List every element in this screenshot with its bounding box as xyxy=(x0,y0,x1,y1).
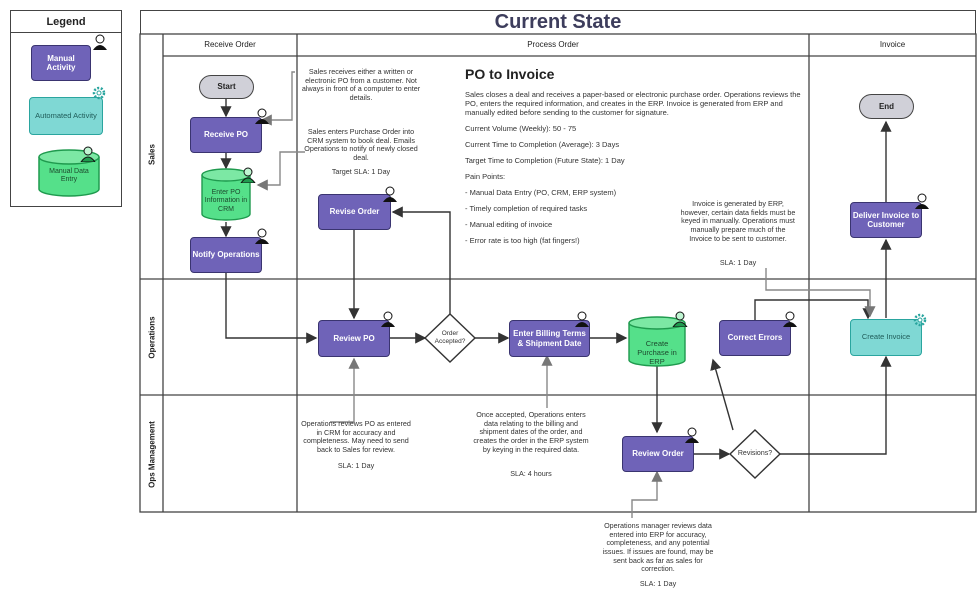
gear-icon xyxy=(92,86,106,100)
person-green-icon xyxy=(80,146,96,162)
info-pain-item: - Manual editing of invoice xyxy=(465,220,553,229)
person-green-icon xyxy=(240,167,256,183)
info-pain-title: Pain Points: xyxy=(465,172,506,181)
person-green-icon xyxy=(672,311,688,327)
person-icon xyxy=(255,108,269,124)
person-icon xyxy=(575,311,589,327)
create-invoice-node[interactable]: Create Invoice xyxy=(850,319,922,356)
legend-data-entry-shape xyxy=(38,149,100,197)
person-icon xyxy=(383,186,397,202)
info-description: Sales closes a deal and receives a paper… xyxy=(465,90,801,117)
info-pain-item: - Manual Data Entry (PO, CRM, ERP system… xyxy=(465,188,617,197)
legend-manual: Manual Activity xyxy=(31,45,91,81)
diagram-title: Current State xyxy=(494,11,622,33)
person-icon xyxy=(783,311,797,327)
revise-order-node[interactable]: Revise Order xyxy=(318,194,391,230)
revise-order-label: Revise Order xyxy=(329,207,380,217)
receive-po-node[interactable]: Receive PO xyxy=(190,117,262,153)
info-pain-item: - Error rate is too high (fat fingers!) xyxy=(465,236,580,245)
note-enter-po: Sales enters Purchase Order into CRM sys… xyxy=(304,127,418,162)
info-heading: PO to Invoice xyxy=(465,66,555,82)
info-panel: PO to Invoice Sales closes a deal and re… xyxy=(465,66,805,252)
note-invoice: Invoice is generated by ERP, however, ce… xyxy=(680,199,796,243)
note-enter-po-sla: Target SLA: 1 Day xyxy=(331,167,391,176)
note-billing: Once accepted, Operations enters data re… xyxy=(473,410,589,454)
create-invoice-label: Create Invoice xyxy=(861,332,911,342)
note-invoice-sla: SLA: 1 Day xyxy=(719,258,757,267)
info-ttc-average: Current Time to Completion (Average): 3 … xyxy=(465,140,620,149)
order-accepted-label: Order Accepted? xyxy=(434,330,466,345)
column-invoice: Invoice xyxy=(879,40,906,49)
lane-operations: Operations xyxy=(147,316,157,359)
gear-icon xyxy=(913,313,927,327)
person-icon xyxy=(255,228,269,244)
lane-sales: Sales xyxy=(147,144,157,165)
person-icon xyxy=(381,311,395,327)
start-label: Start xyxy=(217,82,236,92)
end-label: End xyxy=(878,101,895,111)
column-receive-order: Receive Order xyxy=(204,40,256,49)
receive-po-label: Receive PO xyxy=(203,130,249,140)
revisions-diamond xyxy=(728,429,782,479)
note-billing-sla: SLA: 4 hours xyxy=(510,469,552,478)
billing-label: Enter Billing Terms & Shipment Date xyxy=(513,329,586,348)
legend-data-entry-label: Manual Data Entry xyxy=(49,168,89,184)
note-review-order-sla: SLA: 1 Day xyxy=(639,579,677,588)
review-order-label: Review Order xyxy=(632,449,684,459)
review-po-node[interactable]: Review PO xyxy=(318,320,390,357)
review-order-node[interactable]: Review Order xyxy=(622,436,694,472)
diagram-title-bar: Current State xyxy=(140,10,976,34)
notify-operations-label: Notify Operations xyxy=(192,250,260,260)
info-pain-item: - Timely completion of required tasks xyxy=(465,204,588,213)
legend-automated: Automated Activity xyxy=(29,97,103,135)
lane-ops-management: Ops Management xyxy=(147,421,157,488)
deliver-invoice-node[interactable]: Deliver Invoice to Customer xyxy=(850,202,922,238)
create-purchase-label: Create Purchase in ERP xyxy=(637,339,677,366)
enter-po-label: Enter PO Information in CRM xyxy=(204,189,248,213)
start-node[interactable]: Start xyxy=(199,75,254,99)
note-review-po-sla: SLA: 1 Day xyxy=(337,461,375,470)
info-volume: Current Volume (Weekly): 50 - 75 xyxy=(465,124,577,133)
info-ttc-target: Target Time to Completion (Future State)… xyxy=(465,156,625,165)
person-icon xyxy=(685,427,699,443)
deliver-invoice-label: Deliver Invoice to Customer xyxy=(852,210,920,229)
person-icon xyxy=(93,34,107,50)
notify-operations-node[interactable]: Notify Operations xyxy=(190,237,262,273)
note-receive-po: Sales receives either a written or elect… xyxy=(301,67,421,102)
legend-automated-label: Automated Activity xyxy=(35,110,97,120)
note-review-order: Operations manager reviews data entered … xyxy=(602,521,714,574)
legend: Legend Manual Activity Automated Activit… xyxy=(10,10,122,207)
legend-manual-label: Manual Activity xyxy=(46,53,76,72)
revisions-label: Revisions? xyxy=(737,450,773,457)
person-icon xyxy=(915,193,929,209)
correct-errors-label: Correct Errors xyxy=(727,333,783,343)
legend-title: Legend xyxy=(11,11,121,33)
end-node[interactable]: End xyxy=(859,94,914,119)
correct-errors-node[interactable]: Correct Errors xyxy=(719,320,791,356)
review-po-label: Review PO xyxy=(333,333,375,343)
order-accepted-diamond xyxy=(423,313,477,363)
note-review-po: Operations reviews PO as entered in CRM … xyxy=(301,419,411,454)
column-process-order: Process Order xyxy=(527,40,579,49)
